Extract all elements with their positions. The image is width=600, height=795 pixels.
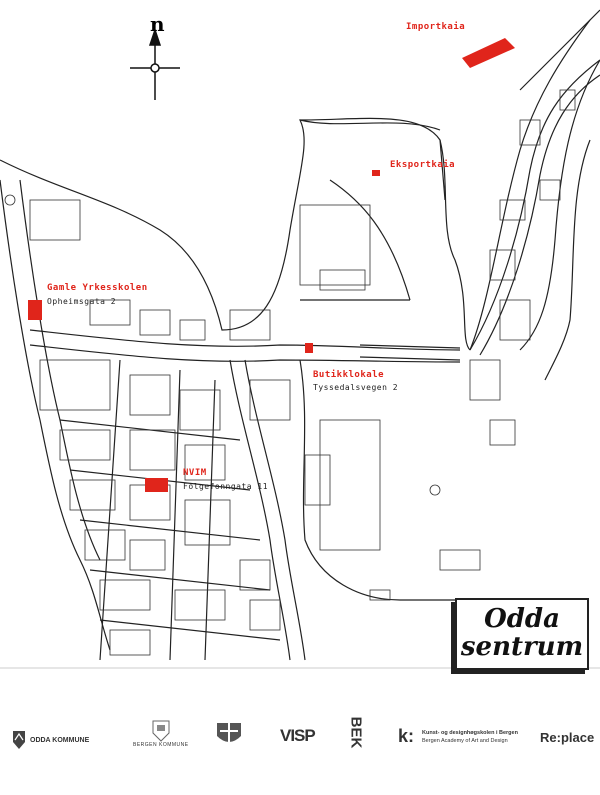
map-title-line2: sentrum <box>460 632 584 662</box>
label-importkaia: Importkaia <box>406 22 466 32</box>
fjord-edge <box>299 9 600 201</box>
map-title-line1: Odda <box>484 604 560 634</box>
bergen-kommune-logo: BERGEN KOMMUNE <box>133 720 189 748</box>
compass-icon <box>130 27 180 100</box>
address-gamle-yrkesskolen: Opheimsgata 2 <box>47 297 117 306</box>
khib-logo: k: Kunst- og designhøgskolen i Bergen Be… <box>398 726 518 747</box>
south-road-2 <box>244 359 306 661</box>
label-butikklokale: Butikklokale <box>313 370 385 380</box>
odda-kommune-logo: ODDA KOMMUNE <box>12 730 89 750</box>
main-road <box>0 179 111 651</box>
eksportkaia-marker <box>372 170 380 176</box>
north-label: n <box>150 12 165 36</box>
khib-symbol: k: <box>398 726 415 746</box>
harbor-road <box>300 179 411 301</box>
khib-line2: Bergen Academy of Art and Design <box>422 737 508 744</box>
label-nvim: NVIM <box>183 468 207 478</box>
cross-road <box>29 329 461 351</box>
address-butikklokale: Tyssedalsvegen 2 <box>313 383 399 392</box>
replace-logo: Re:place <box>540 730 595 745</box>
coastline <box>0 19 591 351</box>
label-eksportkaia: Eksportkaia <box>390 160 456 170</box>
importkaia-marker <box>462 38 515 68</box>
odda-kommune-text: ODDA KOMMUNE <box>30 736 90 744</box>
map-title-box: Odda sentrum <box>455 598 589 670</box>
east-road <box>299 359 455 601</box>
main-road-2 <box>19 179 101 561</box>
odda-shield-icon <box>13 731 25 749</box>
river <box>519 59 600 381</box>
bek-logo: BEK <box>347 716 365 749</box>
south-road <box>229 359 291 661</box>
shield-icon <box>217 723 241 745</box>
bergen-kommune-text: BERGEN KOMMUNE <box>133 742 189 748</box>
address-nvim: Folgefonngata 11 <box>183 482 269 491</box>
butikklokale-marker <box>305 343 313 353</box>
river-road-2 <box>479 74 600 356</box>
logo-bar: ODDA KOMMUNE BERGEN KOMMUNE VISP BEK k: … <box>0 690 600 795</box>
nvim-marker <box>145 478 168 492</box>
bridge <box>359 344 461 361</box>
visp-logo: VISP <box>280 726 316 745</box>
label-gamle-yrkesskolen: Gamle Yrkesskolen <box>47 283 148 293</box>
cross-road-2 <box>29 344 461 363</box>
khib-line1: Kunst- og designhøgskolen i Bergen <box>422 729 518 736</box>
bergen-crest-icon <box>152 720 170 742</box>
city-map <box>0 9 600 669</box>
river-road <box>469 59 600 351</box>
gamle-yrkesskolen-marker <box>28 300 42 320</box>
shield-logo <box>216 722 242 748</box>
